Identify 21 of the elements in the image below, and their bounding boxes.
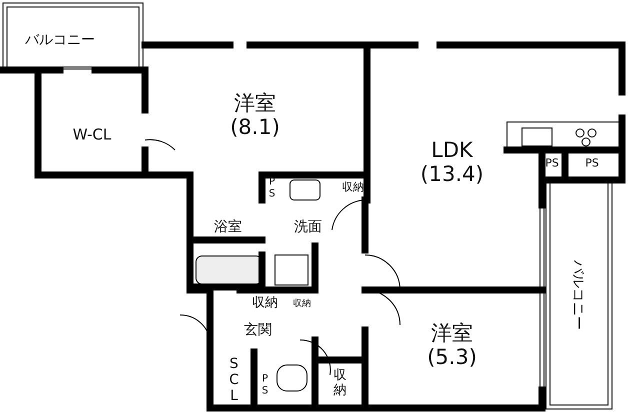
room-name: SCL — [226, 356, 242, 404]
room-name: 収納 — [293, 298, 311, 310]
room-name: 洋室 — [233, 90, 277, 115]
room-name: 浴室 — [214, 218, 242, 236]
room-name: PS — [266, 176, 278, 200]
room-name: 洗面 — [294, 218, 322, 236]
room-name: 収納 — [342, 182, 364, 194]
room-name: 洋室 — [430, 320, 474, 345]
room-name: バルコニー — [570, 260, 586, 330]
room-name: PS — [585, 158, 599, 170]
room-name: PS — [260, 374, 270, 396]
room-size: (8.1) — [230, 115, 280, 140]
room-size: (5.3) — [427, 345, 477, 370]
room-name: 収納 — [332, 369, 348, 399]
room-name: PS — [545, 158, 559, 170]
room-name: W-CL — [72, 126, 112, 144]
room-size: (13.4) — [420, 162, 484, 186]
room-name: 玄関 — [244, 322, 272, 338]
room-name: バルコニー — [25, 32, 95, 48]
room-name: LDK — [430, 138, 474, 162]
room-name: 収納 — [252, 296, 278, 312]
